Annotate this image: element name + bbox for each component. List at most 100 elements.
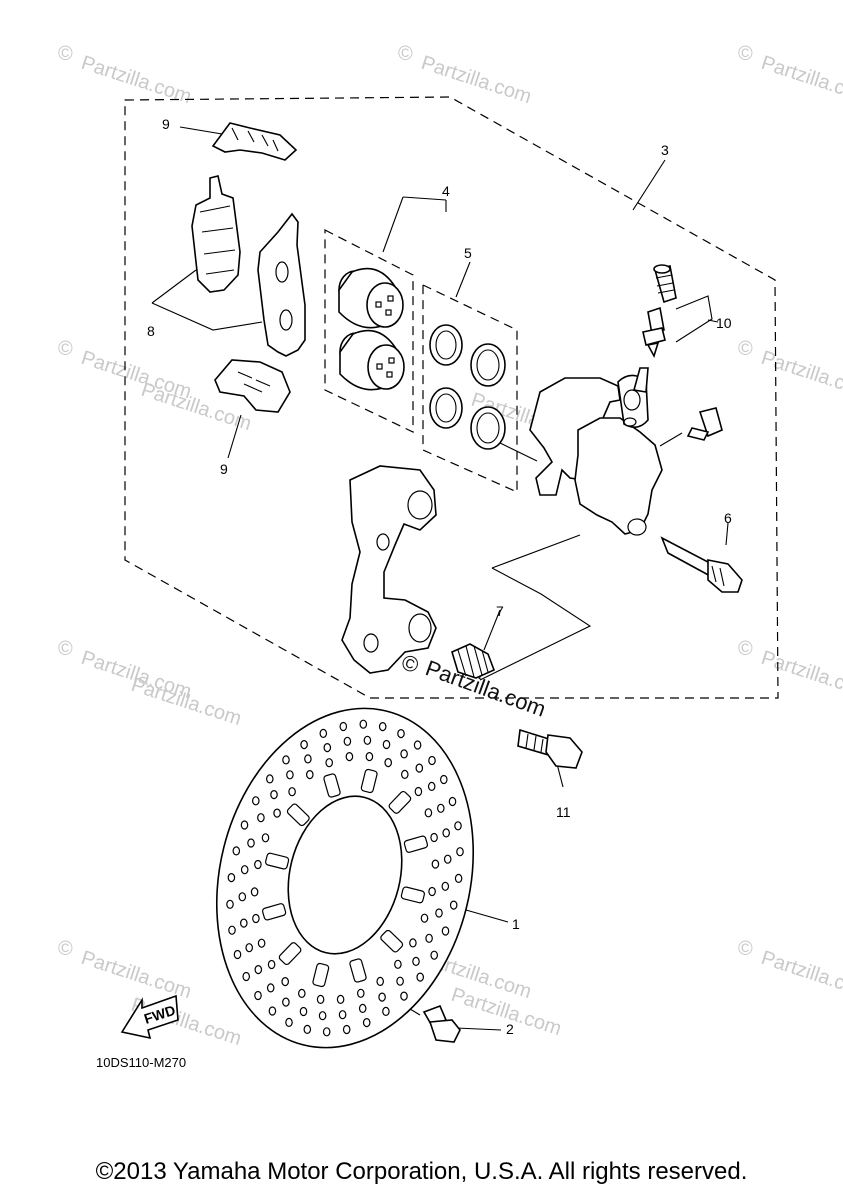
disc-hole	[439, 774, 448, 785]
disc-hole	[345, 751, 354, 762]
disc-hole	[409, 938, 417, 948]
disc-hole	[299, 1006, 308, 1017]
callout-9-top: 9	[162, 116, 170, 132]
disc-hole	[430, 832, 438, 843]
disc-slot	[400, 886, 425, 904]
watermark-symbol: ©	[738, 338, 753, 360]
disc-hole	[427, 781, 436, 792]
caliper-body	[529, 367, 663, 536]
disc-hole	[378, 721, 387, 732]
disc-hole	[282, 997, 290, 1007]
disc-hole	[338, 1010, 347, 1020]
disc-hole	[285, 1017, 293, 1028]
disc-slot	[261, 903, 287, 921]
disc-hole	[428, 755, 436, 766]
disc-hole	[304, 754, 312, 764]
seal-group-boundary	[422, 284, 518, 493]
callout-5: 5	[464, 245, 472, 261]
disc-hole	[265, 774, 274, 784]
disc-hole	[250, 887, 259, 897]
piston-seals	[429, 324, 506, 450]
disc-slot	[278, 942, 302, 966]
watermark-symbol: ©	[58, 638, 73, 660]
disc-hole	[400, 991, 408, 1001]
disc-hole	[382, 739, 391, 750]
disc-hole	[305, 769, 314, 780]
watermark-symbol: ©	[738, 43, 753, 65]
disc-hole	[378, 992, 386, 1002]
disc-hole	[339, 721, 348, 732]
callout-10: 10	[716, 315, 732, 331]
diagram-code: 10DS110-M270	[96, 1055, 186, 1070]
leader-lines	[151, 126, 729, 1031]
disc-hole	[240, 820, 249, 830]
watermark-text: Partzilla.com	[758, 347, 843, 403]
disc-hole	[273, 808, 281, 818]
disc-hole	[319, 728, 328, 739]
disc-hole	[412, 956, 420, 967]
disc-hole	[342, 1024, 351, 1035]
disc-hole	[233, 949, 242, 960]
callout-6: 6	[724, 510, 732, 526]
disc-hole	[336, 994, 345, 1005]
disc-hole	[316, 994, 325, 1005]
disc-hole	[362, 1017, 371, 1028]
disc-hole	[400, 769, 409, 780]
disc-hole	[456, 847, 464, 857]
disc-hole	[254, 964, 263, 975]
disc-hole	[242, 971, 251, 982]
disc-hole	[297, 988, 306, 999]
disc-hole	[238, 892, 247, 902]
disc-hole	[257, 813, 265, 823]
disc-slot	[312, 962, 330, 988]
disc-hole	[257, 938, 266, 948]
disc-hole	[363, 735, 372, 745]
disc-hole	[415, 763, 424, 773]
disc-hole	[424, 808, 433, 818]
disc-hole	[252, 913, 260, 924]
disc-hole	[227, 872, 236, 883]
disc-hole	[443, 854, 452, 864]
callout-7: 7	[496, 603, 504, 619]
disc-hole	[436, 803, 445, 813]
caliper-assembly-boundary	[124, 96, 779, 699]
disc-hole	[303, 1024, 312, 1035]
disc-hole	[454, 873, 463, 884]
disc-hole	[325, 758, 334, 768]
disc-hole	[266, 983, 275, 993]
callout-11: 11	[556, 804, 571, 820]
caliper-bracket	[341, 465, 437, 674]
disc-hole	[322, 1027, 331, 1037]
pad-spring-bottom	[214, 359, 291, 413]
watermark-symbol: ©	[58, 938, 73, 960]
disc-hole	[358, 1003, 367, 1014]
bleed-screw	[642, 306, 666, 359]
disc-hole	[441, 926, 450, 936]
watermark-text: Partzilla.com	[418, 52, 534, 108]
disc-hole	[430, 950, 439, 960]
disc-slot	[349, 958, 367, 983]
piston-group-boundary	[324, 229, 414, 433]
watermark-text: Partzilla.com	[758, 647, 843, 703]
disc-hole	[267, 959, 276, 970]
callout-8: 8	[147, 323, 155, 339]
watermark-symbol: ©	[738, 938, 753, 960]
brake-pad-left	[191, 175, 241, 293]
pin-boot	[451, 643, 496, 679]
callout-2: 2	[506, 1021, 514, 1037]
disc-slot	[403, 835, 429, 853]
disc-hole	[416, 972, 425, 982]
disc-hole	[376, 976, 385, 987]
disc-hole	[247, 838, 255, 848]
disc-hole	[396, 976, 404, 986]
disc-hole	[435, 908, 443, 918]
disc-bolt	[422, 1004, 461, 1043]
disc-hole	[428, 886, 436, 897]
watermark-text: Partzilla.com	[758, 947, 843, 1003]
disc-hole	[286, 770, 294, 780]
brake-disc	[215, 707, 475, 1049]
disc-slot	[388, 790, 412, 814]
disc-hole	[448, 796, 457, 807]
disc-hole	[254, 990, 262, 1001]
